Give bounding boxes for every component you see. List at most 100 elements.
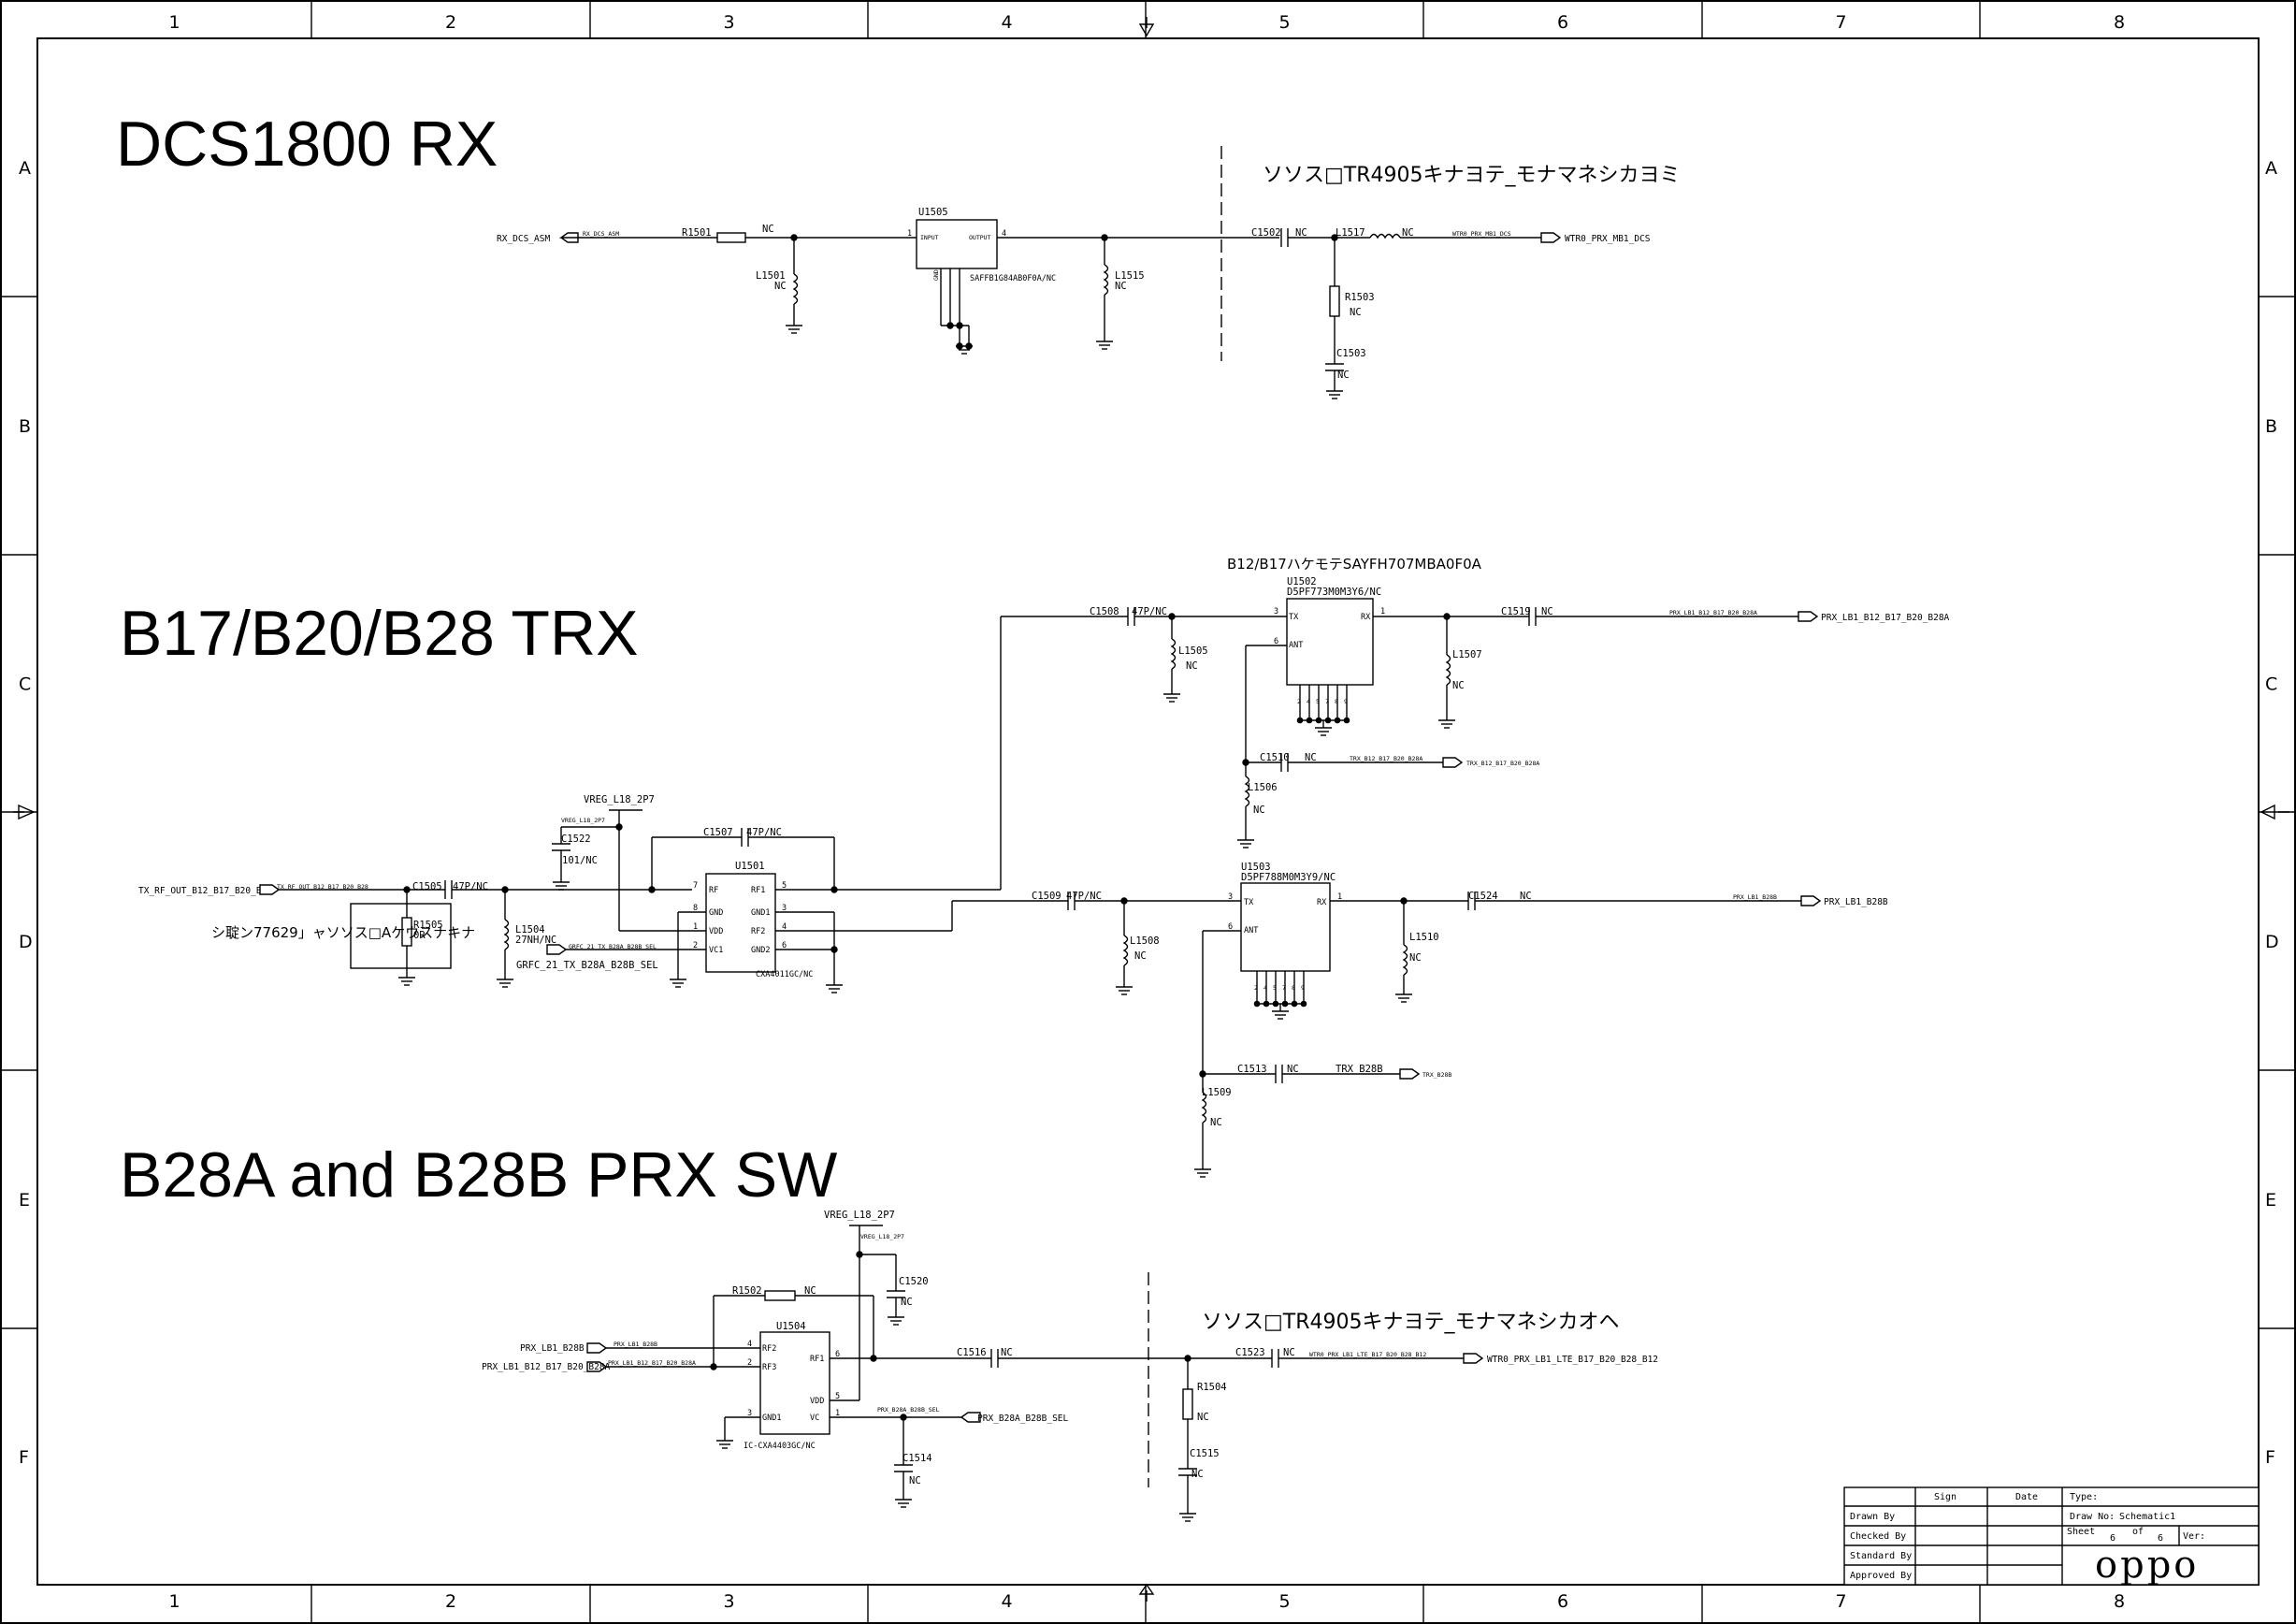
cap-c1514: C1514 [903,1453,932,1464]
svg-text:47P/NC: 47P/NC [1066,891,1102,902]
svg-text:INPUT: INPUT [920,234,939,241]
svg-text:U1503: U1503 [1241,862,1271,873]
svg-text:Sheet: Sheet [2067,1527,2095,1537]
u1501-pin-name: GND1 [751,908,770,918]
svg-text:3: 3 [1228,892,1233,902]
svg-text:PRX_LB1_B28B: PRX_LB1_B28B [614,1341,657,1348]
svg-text:NC: NC [1350,307,1362,318]
svg-text:TX: TX [1244,898,1254,907]
grid-col-label-top: 5 [1279,12,1291,33]
grid-row-label-left: C [19,674,31,695]
ground-pin-number: 5 [1273,984,1277,992]
u1501-pin-number: 3 [782,904,787,913]
u1501-pin-name: RF2 [751,927,765,936]
svg-text:R1502: R1502 [732,1285,762,1297]
svg-text:NC: NC [1337,370,1350,381]
svg-text:6: 6 [2158,1533,2163,1544]
u1501-pin-name: RF [709,886,718,895]
grid-row-label-right: B [2265,416,2277,437]
svg-text:TRX_B28B: TRX_B28B [1336,1064,1383,1075]
svg-text:U1502: U1502 [1287,576,1317,587]
svg-text:3: 3 [1274,607,1278,616]
inductor-l1509 [1201,1092,1207,1124]
grid-col-label-bottom: 4 [1002,1591,1013,1612]
inductor-l1515 [1103,264,1109,296]
svg-text:SAFFB1G84AB0F0A/NC: SAFFB1G84AB0F0A/NC [970,274,1056,283]
svg-text:NC: NC [1197,1412,1209,1423]
svg-text:PRX_LB1_B12_B17_B20_B28A: PRX_LB1_B12_B17_B20_B28A [1669,609,1757,616]
resistor-r1504 [1182,1388,1193,1420]
svg-text:NC: NC [1452,680,1465,691]
svg-text:NC: NC [1520,891,1532,902]
u1501-pin-name: VDD [709,927,723,936]
port-trx-b28b: TRX_B28B [1422,1071,1451,1079]
svg-text:47P/NC: 47P/NC [453,881,488,892]
oppo-logo: oppo [2095,1544,2199,1587]
grid-col-label-top: 2 [445,12,456,33]
svg-text:NC: NC [1402,227,1414,239]
inductor-l1517 [1369,233,1401,239]
grid-row-label-left: A [19,158,31,179]
ground-pin-number: 8 [1292,984,1295,992]
port-wtr0-prx-mb1-dcs: WTR0_PRX_MB1_DCS [1565,234,1651,244]
ground-pin-number: 2 [1254,984,1258,992]
grid-row-label-left: B [19,416,31,437]
ground-pin-number: 2 [1297,698,1301,705]
svg-text:ANT: ANT [1289,641,1303,650]
grid-col-label-bottom: 7 [1836,1591,1847,1612]
ground-symbol [1315,727,1332,736]
cap-c1523: C1523 [1235,1347,1265,1358]
note-b12: B12/B17ハケモテSAYFH707MBA0F0A [1227,556,1482,573]
svg-text:TX_RF_OUT_B12_B17_B20_B28: TX_RF_OUT_B12_B17_B20_B28 [277,883,368,891]
svg-text:VREG_L18_2P7: VREG_L18_2P7 [561,817,605,824]
u1501-pin-number: 6 [782,941,787,950]
svg-text:NC: NC [1409,952,1422,964]
svg-text:L1509: L1509 [1202,1087,1232,1098]
ref-r1501: R1501 [682,227,712,239]
port-trx-b28a: TRX_B12_B17_B20_B28A [1466,760,1539,767]
svg-text:GRFC_21_TX_B28A_B28B_SEL: GRFC_21_TX_B28A_B28B_SEL [516,960,658,971]
port-prx-lb1-b28a: PRX_LB1_B12_B17_B20_B28A [1821,613,1950,623]
cap-c1502: C1502 [1251,227,1281,239]
svg-text:NC: NC [909,1475,921,1486]
svg-text:RX: RX [1317,898,1327,907]
u1504-pin-number: 4 [747,1340,752,1349]
port-prx-lb1-b28b: PRX_LB1_B28B [1824,897,1888,907]
svg-text:GND: GND [932,269,940,281]
u1501-pin-number: 1 [693,922,698,932]
port-wtr0-prx-lb1-lte: WTR0_PRX_LB1_LTE_B17_B20_B28_B12 [1487,1355,1658,1365]
ground-pin-number: 9 [1301,984,1305,992]
svg-text:NC: NC [1210,1117,1222,1128]
inductor-l1506 [1244,776,1250,807]
port-prx-lb1-b28b-in: PRX_LB1_B28B [520,1343,585,1354]
svg-text:NC: NC [1115,281,1127,292]
svg-text:Ver:: Ver: [2183,1531,2205,1542]
cap-c1522: C1522 [561,834,591,845]
note-dcs: ソソス□TR4905キナヨテ_モナマネシカヨミ [1263,164,1681,187]
u1501-pin-name: VC1 [709,946,723,955]
svg-text:1: 1 [1380,607,1385,616]
svg-text:PRX_LB1_B12_B17_B20_B28A: PRX_LB1_B12_B17_B20_B28A [608,1359,696,1367]
svg-text:Date: Date [2015,1492,2038,1502]
title-block: Sign Date Type: Drawn By Checked By Stan… [1843,1486,2260,1587]
u1504-pin-number: 6 [835,1350,840,1359]
svg-text:1: 1 [907,229,912,239]
resistor-r1503 [1329,285,1340,317]
u1504-pin-name: RF1 [810,1355,824,1364]
cap-c1519: C1519 [1501,606,1531,617]
u1504-pin-number: 3 [747,1409,752,1418]
cap-c1520: C1520 [899,1276,929,1287]
svg-text:Type:: Type: [2070,1492,2098,1502]
u1504-pin-name: RF2 [762,1344,776,1354]
switch-u1504 [759,1331,830,1435]
svg-text:U1505: U1505 [918,207,948,218]
note-prx: ソソス□TR4905キナヨテ_モナマネシカオヘ [1202,1311,1620,1334]
svg-text:Sign: Sign [1934,1492,1957,1502]
u1504-pin-name: GND1 [762,1414,781,1423]
svg-text:Approved By: Approved By [1850,1571,1912,1581]
ground-pin-number: 7 [1325,698,1329,705]
svg-text:TX: TX [1289,613,1299,622]
svg-text:6: 6 [1228,922,1233,932]
svg-text:R1504: R1504 [1197,1382,1227,1393]
